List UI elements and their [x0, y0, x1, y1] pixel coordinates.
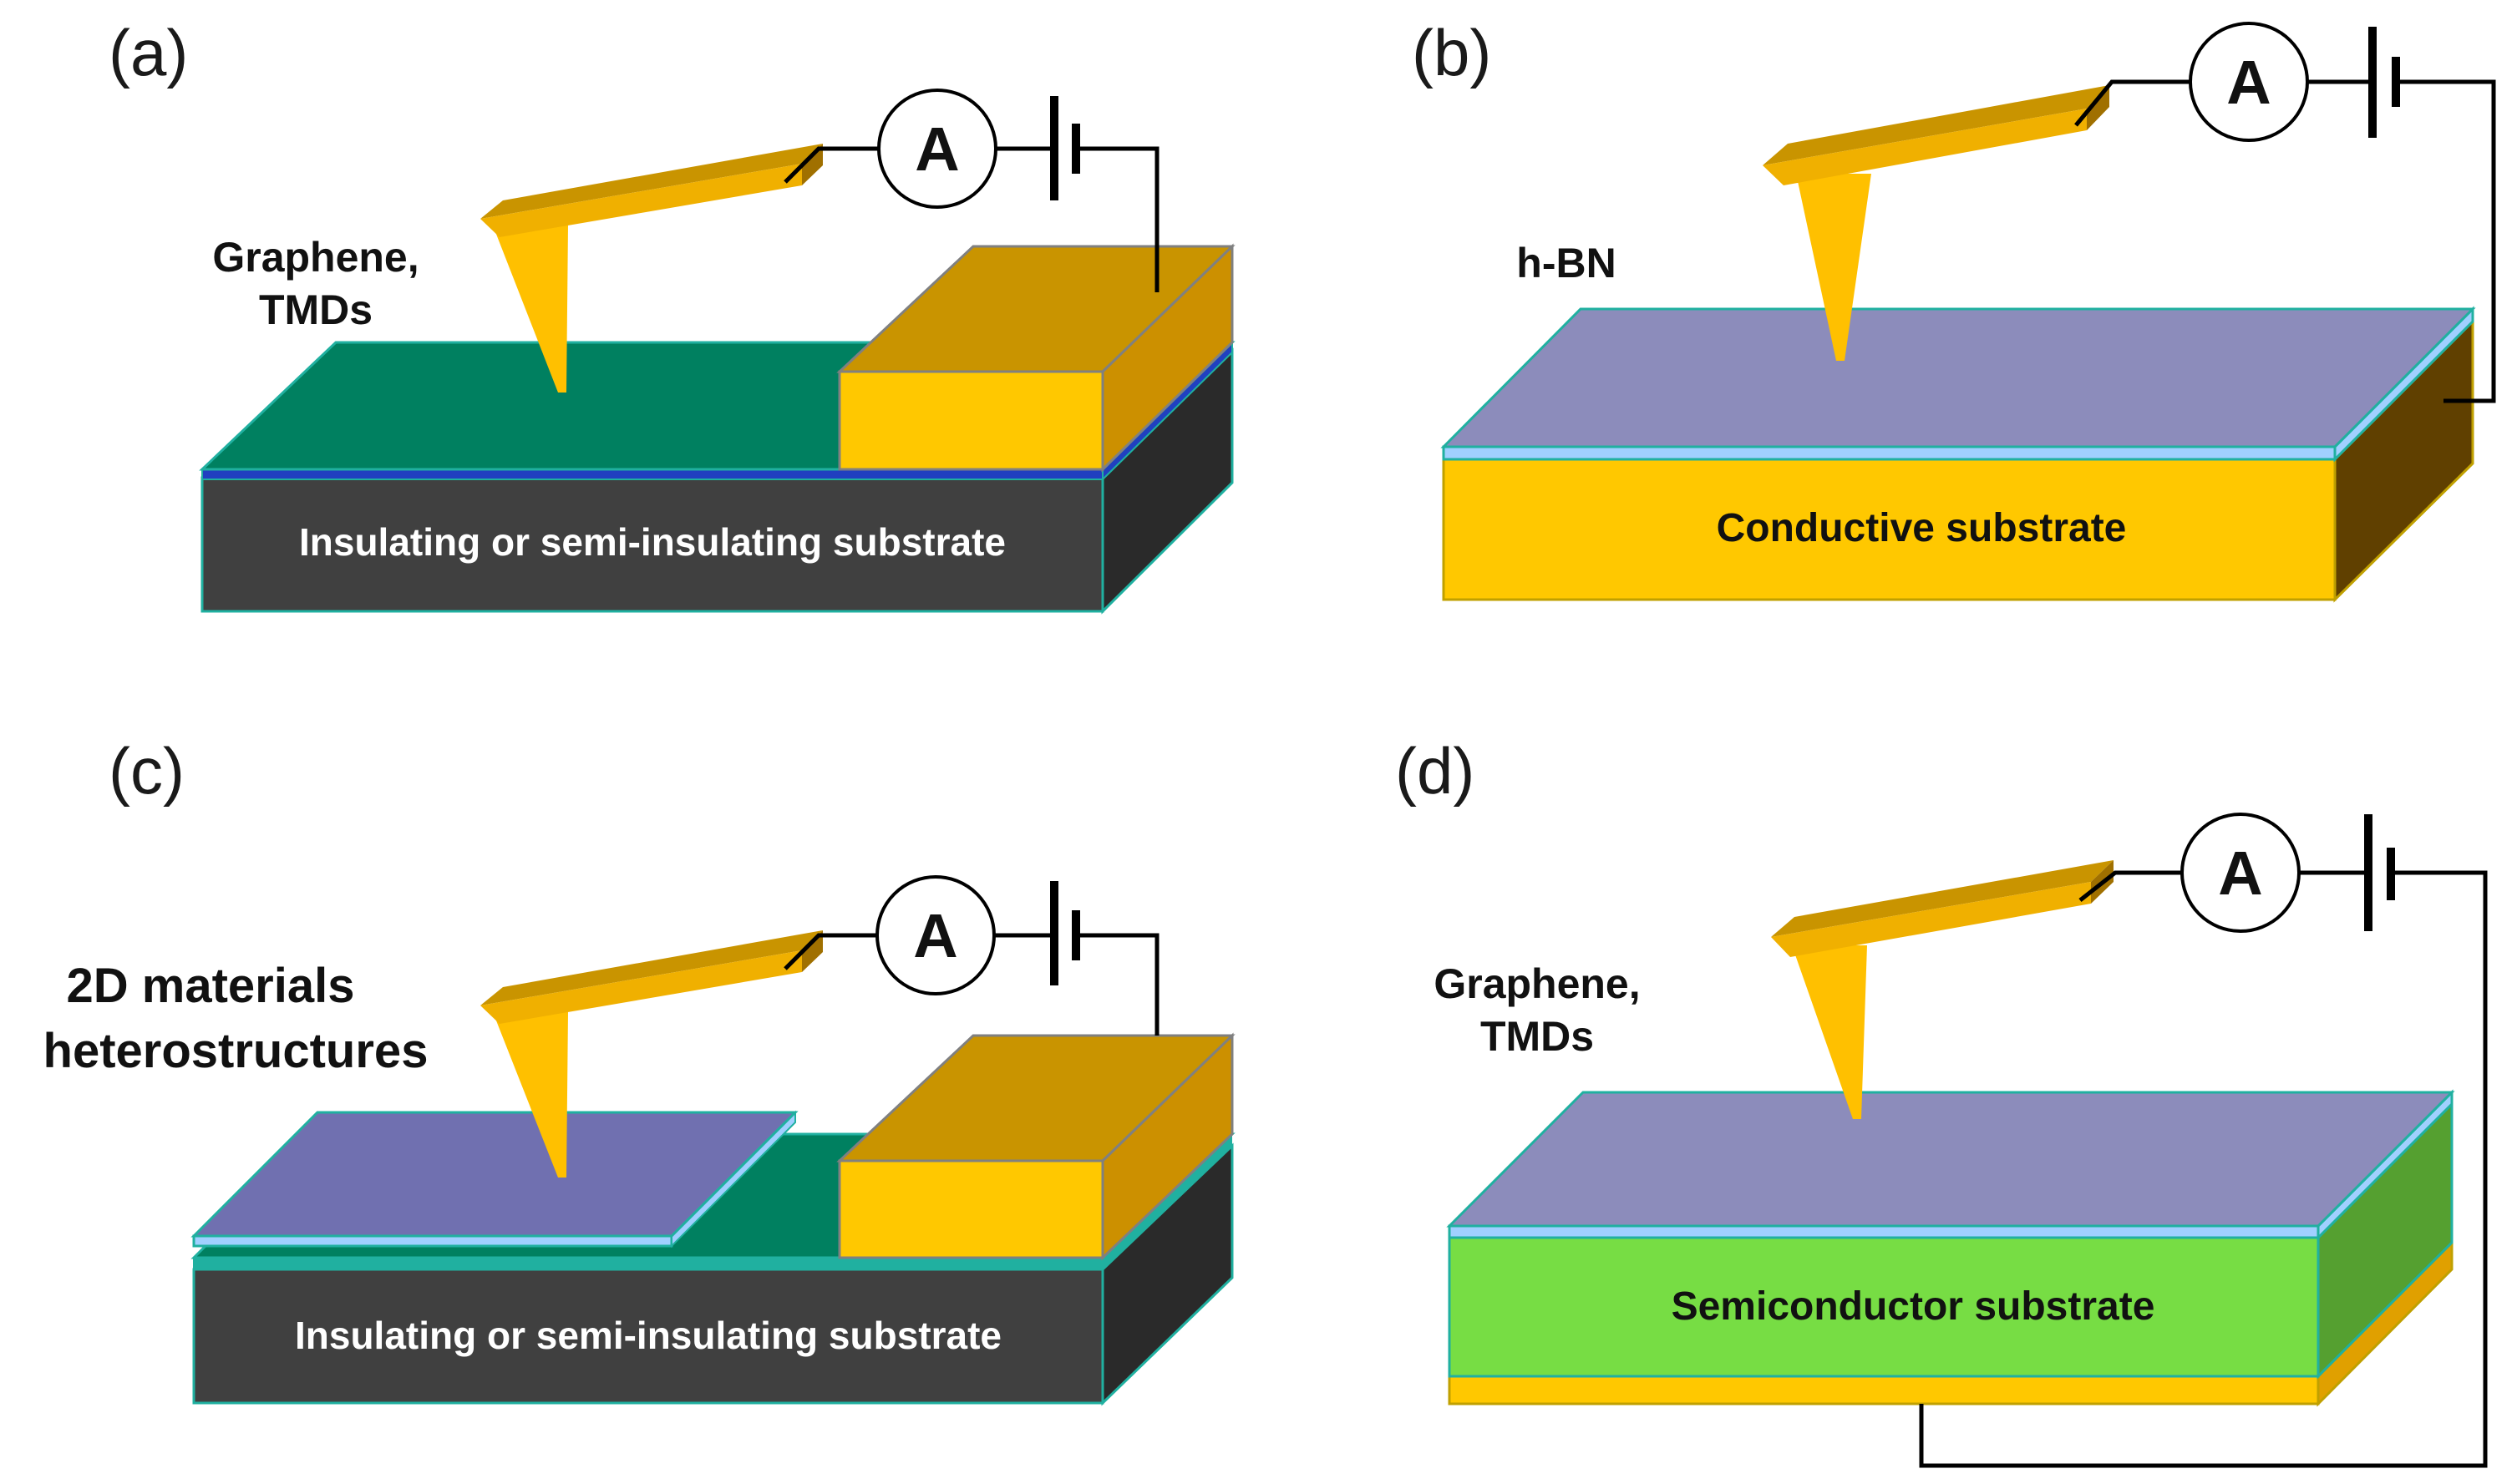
panel-d-wire-probe [2078, 870, 2182, 902]
panel-a-ammeter-label: A [915, 114, 959, 184]
panel-d-material-line1: Graphene, [1434, 960, 1640, 1007]
panel-b-ammeter-label: A [2226, 48, 2271, 117]
panel-c-substrate-front [192, 1268, 1104, 1405]
panel-b-thin-layer [1442, 445, 2337, 461]
panel-a-cantilever-end [802, 144, 823, 185]
panel-c-substrate-label: Insulating or semi-insulating substrate [295, 1314, 1002, 1357]
panel-b-hbn-layer [1440, 307, 2476, 448]
panel-d: (d) Semiconductor substrate Graphene, TM… [1395, 734, 2488, 1468]
panel-c-wire-electrode [1076, 933, 1160, 1036]
panel-b: (b) Conductive substrate h-BN A [1412, 16, 2496, 603]
panel-c-cantilever-top [480, 930, 823, 1005]
panel-a-cantilever-top [480, 144, 823, 219]
panel-a-letter: (a) [109, 16, 188, 89]
panel-d-thin-layer [1448, 1224, 2320, 1239]
panel-a-wire-probe [784, 146, 879, 184]
panel-c-cantilever-front [480, 950, 802, 1024]
panel-a-substrate-front [200, 476, 1104, 613]
panel-c-letter: (c) [109, 734, 185, 808]
panel-d-wire-back-contact [1919, 870, 2488, 1468]
panel-c-ammeter-label: A [913, 901, 957, 970]
panel-d-cantilever-front [1771, 882, 2091, 957]
panel-c-electrode-front [838, 1159, 1104, 1259]
panel-b-material-line1: h-BN [1516, 240, 1616, 286]
panel-c: (c) Insulating or semi-insulating substr… [43, 734, 1236, 1406]
panel-d-substrate-front [1448, 1236, 2320, 1378]
panel-d-material-line2: TMDs [1480, 1013, 1594, 1060]
panel-a-afm-tip [493, 225, 568, 393]
panel-a-material-line2: TMDs [259, 286, 373, 333]
panel-d-ammeter-label: A [2218, 838, 2262, 908]
panel-d-afm-tip [1792, 945, 1867, 1119]
panel-a-cantilever-front [480, 164, 802, 237]
panel-d-back-contact-front [1448, 1375, 2320, 1405]
panel-a: (a) Insulating or semi-insulating substr… [109, 16, 1236, 615]
panel-d-substrate-label: Semiconductor substrate [1672, 1284, 2155, 1329]
panel-b-letter: (b) [1412, 16, 1491, 89]
panel-a-material-line1: Graphene, [212, 234, 419, 281]
panel-c-wire-probe [784, 933, 877, 970]
panel-c-thin-layer-side [1103, 1134, 1232, 1269]
panel-a-wire-electrode [1076, 146, 1160, 292]
panel-c-material-line1: 2D materials [67, 959, 355, 1013]
panel-b-wire-probe [2074, 79, 2190, 127]
panel-b-afm-tip [1796, 174, 1871, 361]
panel-b-cantilever-end [2087, 85, 2109, 130]
panel-b-cantilever-front [1763, 109, 2087, 185]
panel-c-afm-tip [493, 1012, 568, 1178]
panel-a-substrate-label: Insulating or semi-insulating substrate [299, 520, 1006, 564]
panel-a-thin-layer [201, 468, 1104, 480]
panel-c-cantilever-end [802, 930, 823, 972]
panel-d-letter: (d) [1395, 734, 1474, 808]
panel-b-substrate-label: Conductive substrate [1717, 506, 2127, 550]
panel-c-flake-edge [192, 1234, 673, 1248]
panel-b-wire-substrate [2396, 79, 2496, 403]
panel-d-2d-layer [1446, 1091, 2455, 1228]
panel-b-cantilever-top [1763, 85, 2109, 165]
panel-c-thin-layer [193, 1257, 1104, 1270]
panel-d-cantilever-top [1771, 860, 2114, 937]
panel-c-material-line2: heterostructures [43, 1024, 429, 1078]
panel-a-electrode-front [838, 370, 1104, 471]
panel-c-heterostructure-flake [190, 1111, 799, 1238]
